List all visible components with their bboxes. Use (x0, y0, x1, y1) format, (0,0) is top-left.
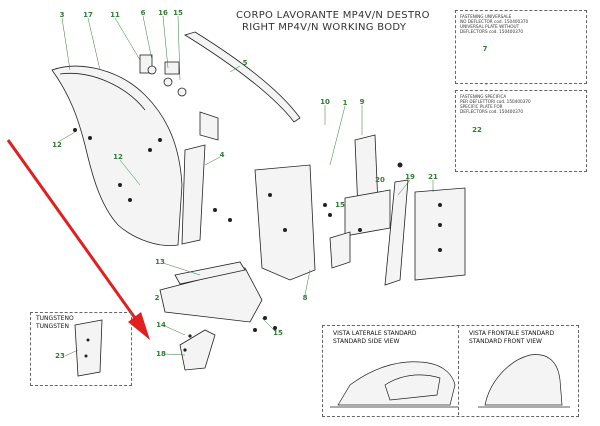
callout-12-left: 12 (52, 141, 62, 149)
title-en: RIGHT MP4V/N WORKING BODY (242, 22, 407, 33)
specific-line-2: PER DEFLETTORI cod. 150400370 (460, 99, 531, 104)
callout-1: 1 (342, 99, 348, 107)
front-view-label-en: STANDARD FRONT VIEW (469, 338, 542, 345)
specific-fastening-box: FASTENING SPECIFICA PER DEFLETTORI cod. … (455, 90, 587, 172)
side-view-label-en: STANDARD SIDE VIEW (333, 338, 400, 345)
callout-6: 6 (140, 9, 146, 17)
universal-fastening-box: FASTENING UNIVERSALE NO DEFLECTOR cod. 1… (455, 10, 587, 84)
callout-15-mid: 15 (335, 201, 345, 209)
part-bracket-b (164, 61, 180, 75)
callout-21: 21 (428, 173, 438, 181)
tungsten-box: TUNGSTENO TUNGSTEN (30, 312, 132, 386)
callout-11: 11 (110, 11, 120, 19)
specific-line-3: SPECIFIC PLATE FOR (460, 104, 503, 109)
part-frog (254, 164, 316, 281)
title-it: CORPO LAVORANTE MP4V/N DESTRO (236, 10, 430, 21)
part-mouldboard (51, 65, 183, 246)
callout-20: 20 (375, 176, 385, 184)
red-arrow-icon (6, 139, 150, 340)
part-landside-21 (414, 187, 466, 281)
callout-12-mid: 12 (113, 153, 123, 161)
universal-line-1: FASTENING UNIVERSALE (460, 14, 512, 19)
callout-8: 8 (302, 294, 308, 302)
part-landside-a (344, 189, 391, 237)
callout-22: 22 (472, 126, 482, 134)
callout-14: 14 (156, 321, 166, 329)
callout-15-bottom: 15 (273, 329, 283, 337)
standard-views-box: VISTA LATERALE STANDARD STANDARD SIDE VI… (322, 325, 579, 417)
callout-7: 7 (482, 45, 488, 53)
universal-line-2: NO DEFLECTOR cod. 150400370 (460, 19, 529, 24)
specific-line-4: DEFLECTORS cod. 150400370 (460, 109, 524, 114)
callout-23: 23 (55, 352, 65, 360)
callout-3: 3 (59, 11, 65, 19)
side-view-label-it: VISTA LATERALE STANDARD (333, 330, 417, 337)
front-view-label-it: VISTA FRONTALE STANDARD (469, 330, 555, 337)
callout-16: 16 (158, 9, 168, 17)
universal-line-3: UNIVERSAL PLATE WITHOUT (460, 24, 520, 29)
part-tungsten (74, 319, 103, 377)
front-view-sketch (478, 354, 570, 408)
part-plate-10 (199, 111, 219, 141)
views-divider (458, 325, 459, 415)
part-shin (181, 144, 206, 245)
callout-5: 5 (242, 59, 248, 67)
tungsten-label-it: TUNGSTENO (36, 315, 74, 322)
callout-9: 9 (359, 98, 365, 106)
part-landside-19 (384, 179, 409, 286)
tungsten-label-en: TUNGSTEN (36, 323, 69, 330)
specific-line-1: FASTENING SPECIFICA (460, 94, 507, 99)
callout-19: 19 (405, 173, 415, 181)
part-tip (179, 329, 216, 371)
callout-10: 10 (320, 98, 330, 106)
side-view-sketch (330, 361, 458, 408)
callout-4: 4 (219, 151, 225, 159)
callout-17: 17 (83, 11, 93, 19)
universal-line-4: DEFLECTORS cod. 150400370 (460, 29, 524, 34)
part-landside-b (329, 231, 351, 269)
callout-18: 18 (156, 350, 166, 358)
callout-15-top: 15 (173, 9, 183, 17)
callout-2: 2 (154, 294, 160, 302)
part-bar (184, 31, 301, 123)
callout-13: 13 (155, 258, 165, 266)
